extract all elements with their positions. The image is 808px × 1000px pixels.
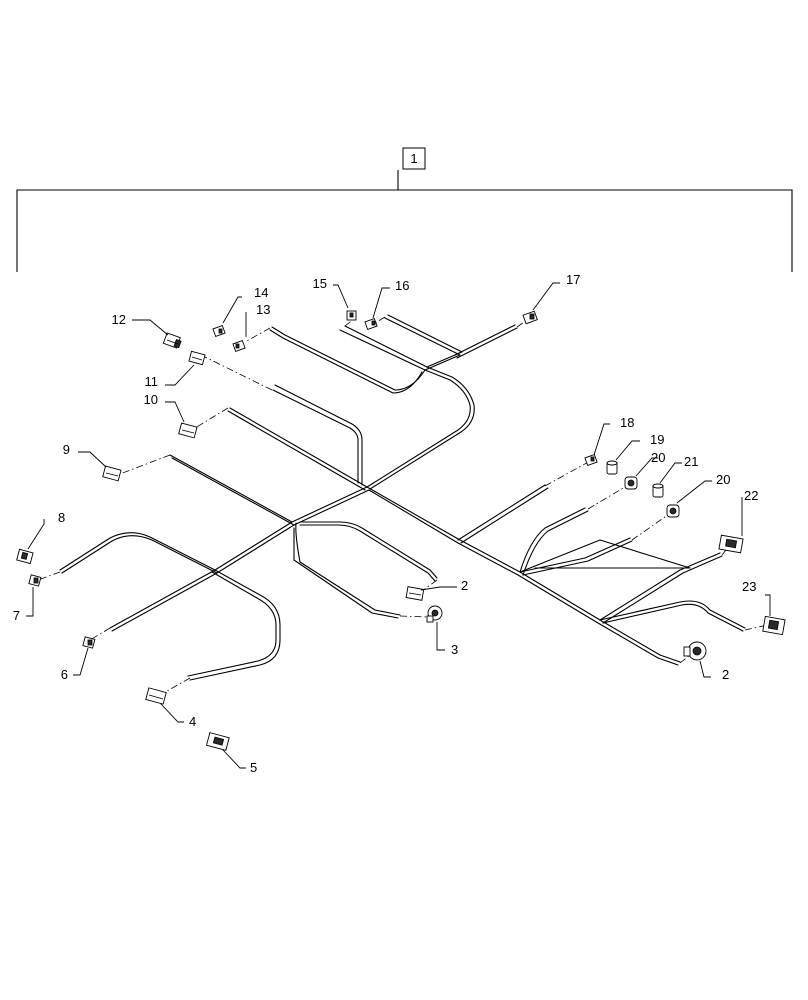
label-8: 8: [58, 510, 65, 525]
connector-4: [145, 687, 167, 705]
assembly-callout-label: 1: [410, 151, 417, 166]
label-6: 6: [61, 667, 68, 682]
label-14: 14: [254, 285, 268, 300]
label-4: 4: [189, 714, 196, 729]
label-17: 17: [566, 272, 580, 287]
label-18: 18: [620, 415, 634, 430]
connector-16: [364, 317, 378, 331]
connector-dash-lines: [37, 316, 769, 696]
connector-17: [522, 310, 538, 325]
connector-15: [346, 310, 357, 321]
connector-3: [426, 605, 443, 623]
assembly-callout-box: [402, 147, 426, 170]
connector-22: [718, 534, 744, 554]
connector-11: [188, 350, 206, 366]
label-2a: 2: [461, 578, 468, 593]
label-20a: 20: [651, 450, 665, 465]
connector-2-right: [683, 641, 707, 661]
connector-2-middle: [405, 586, 425, 601]
connector-14: [212, 324, 226, 338]
label-12: 12: [112, 312, 126, 327]
label-9: 9: [63, 442, 70, 457]
connectors: [16, 310, 786, 751]
label-13: 13: [256, 302, 270, 317]
label-7: 7: [13, 608, 20, 623]
connector-19: [606, 460, 618, 475]
connector-6: [82, 636, 96, 649]
connector-9: [102, 465, 122, 482]
connector-21: [652, 483, 664, 498]
label-10: 10: [144, 392, 158, 407]
label-11: 11: [145, 374, 159, 389]
assembly-bracket: 1: [16, 147, 793, 272]
connector-13: [232, 339, 246, 353]
label-3: 3: [451, 642, 458, 657]
label-21: 21: [684, 454, 698, 469]
connector-20a: [624, 476, 638, 490]
connector-5: [205, 732, 230, 751]
part-labels: 12 14 13 11 10 9 15 16 17 18 19 20 21 20…: [13, 272, 759, 775]
connector-7: [28, 574, 42, 587]
label-22: 22: [744, 488, 758, 503]
label-5: 5: [250, 760, 257, 775]
connector-8: [16, 548, 34, 565]
harness-wires: [59, 314, 746, 681]
connector-20b: [666, 504, 680, 518]
connector-18: [584, 453, 598, 467]
label-15: 15: [313, 276, 327, 291]
connector-12: [162, 332, 182, 349]
connector-10: [178, 422, 198, 439]
label-20b: 20: [716, 472, 730, 487]
label-19: 19: [650, 432, 664, 447]
label-23: 23: [742, 579, 756, 594]
connector-23: [762, 615, 786, 636]
callout-leaders: [26, 282, 771, 769]
label-2b: 2: [722, 667, 729, 682]
label-16: 16: [395, 278, 409, 293]
